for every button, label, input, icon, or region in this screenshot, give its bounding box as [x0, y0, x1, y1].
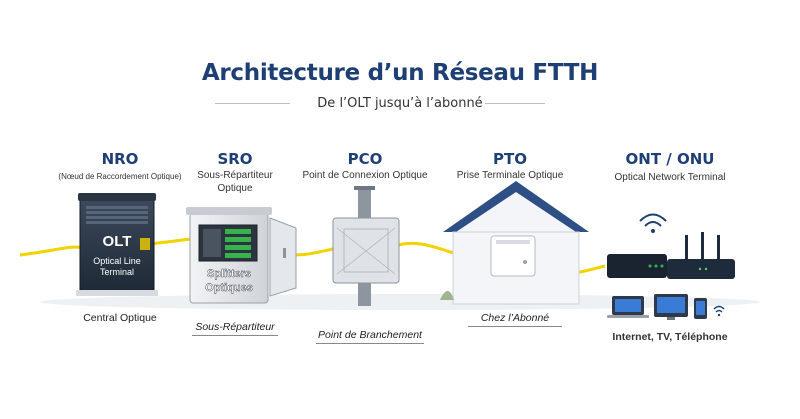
diagram-subtitle: De l’OLT jusqu’à l’abonné: [317, 96, 483, 111]
caption-pco: Point de Branchement: [318, 329, 422, 341]
caption-sro: Sous-Répartiteur: [195, 321, 275, 333]
caption-pco-underline: [316, 343, 424, 344]
subtitle-left-rule: [215, 103, 290, 104]
stage-desc-sro-1: Sous-Répartiteur: [197, 170, 273, 181]
stage-desc-pto: Prise Terminale Optique: [456, 170, 564, 181]
olt-sublabel-2: Terminal: [100, 267, 134, 277]
fiber-cable-in: [19, 245, 86, 257]
sro-label-1: Splitters: [207, 268, 251, 280]
caption-ont: Internet, TV, Téléphone: [612, 331, 728, 343]
pco-pole: [332, 186, 400, 306]
caption-pto-underline: [468, 326, 562, 327]
olt-rack: [76, 193, 158, 296]
stage-title-nro: NRO: [101, 150, 139, 168]
subtitle-row: De l’OLT jusqu’à l’abonné: [0, 94, 800, 112]
ont-router: [607, 213, 735, 279]
stage-title-pco: PCO: [347, 150, 383, 168]
pto-house: [440, 181, 589, 305]
stage-title-pto: PTO: [493, 150, 527, 168]
olt-label: OLT: [103, 233, 132, 250]
stage-desc-ont: Optical Network Terminal: [614, 172, 726, 183]
end-devices: [607, 294, 725, 320]
ground-shadow: [40, 294, 760, 310]
sro-label-2: Optiques: [205, 282, 253, 294]
sro-cabinet: [186, 207, 297, 304]
stage-desc-nro: (Nœud de Raccordement Optique): [58, 172, 182, 181]
stage-title-sro: SRO: [217, 150, 253, 168]
caption-pto: Chez l’Abonné: [480, 312, 550, 324]
caption-sro-underline: [192, 335, 278, 336]
subtitle-right-rule: [485, 103, 545, 104]
olt-sublabel-1: Optical Line: [93, 256, 141, 266]
stage-desc-pco: Point de Connexion Optique: [302, 170, 428, 181]
caption-nro: Central Optique: [83, 312, 157, 324]
stage-desc-sro-2: Optique: [217, 183, 253, 194]
diagram-title: Architecture d’un Réseau FTTH: [201, 60, 599, 86]
stage-title-ont: ONT / ONU: [625, 150, 715, 168]
